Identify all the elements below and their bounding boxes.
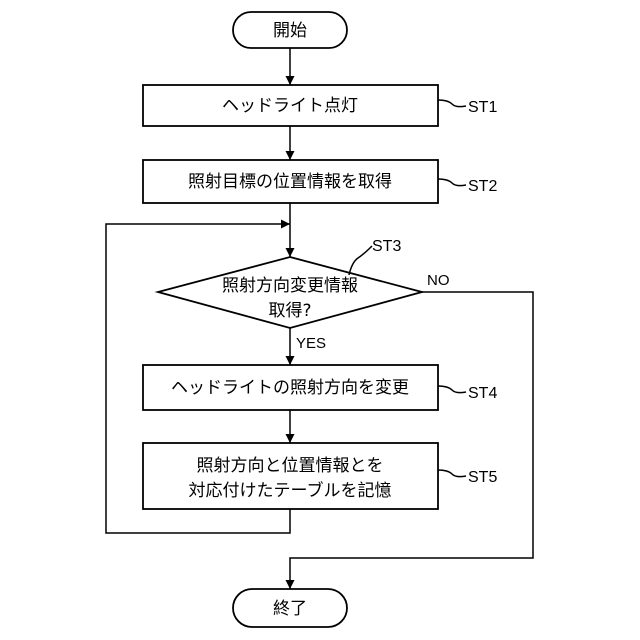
st1-label: ST1 [468,99,497,116]
st3-label: ST3 [372,238,401,255]
no-label: NO [427,272,450,289]
yes-label: YES [296,335,326,352]
start-label: 開始 [273,21,307,41]
st2-label: ST2 [468,178,497,195]
st5-label: ST5 [468,469,497,486]
st2-text: 照射目標の位置情報を取得 [188,172,392,192]
st3-text-line1: 照射方向変更情報 [222,276,358,296]
st4-label: ST4 [468,385,497,402]
st5-leader [438,470,466,477]
st3-leader [349,246,372,275]
st2-leader [438,179,466,186]
st4-leader [438,386,466,393]
end-label: 終了 [273,599,307,619]
st5-text-line1: 照射方向と位置情報とを [197,456,384,476]
st3-text-line2: 取得? [268,301,311,321]
st1-text: ヘッドライト点灯 [222,96,358,116]
st5-text-line2: 対応付けたテーブルを記憶 [189,480,392,501]
st4-text: ヘッドライトの照射方向を変更 [171,378,409,398]
no-branch-arrow [290,292,533,589]
st1-leader [438,100,466,107]
